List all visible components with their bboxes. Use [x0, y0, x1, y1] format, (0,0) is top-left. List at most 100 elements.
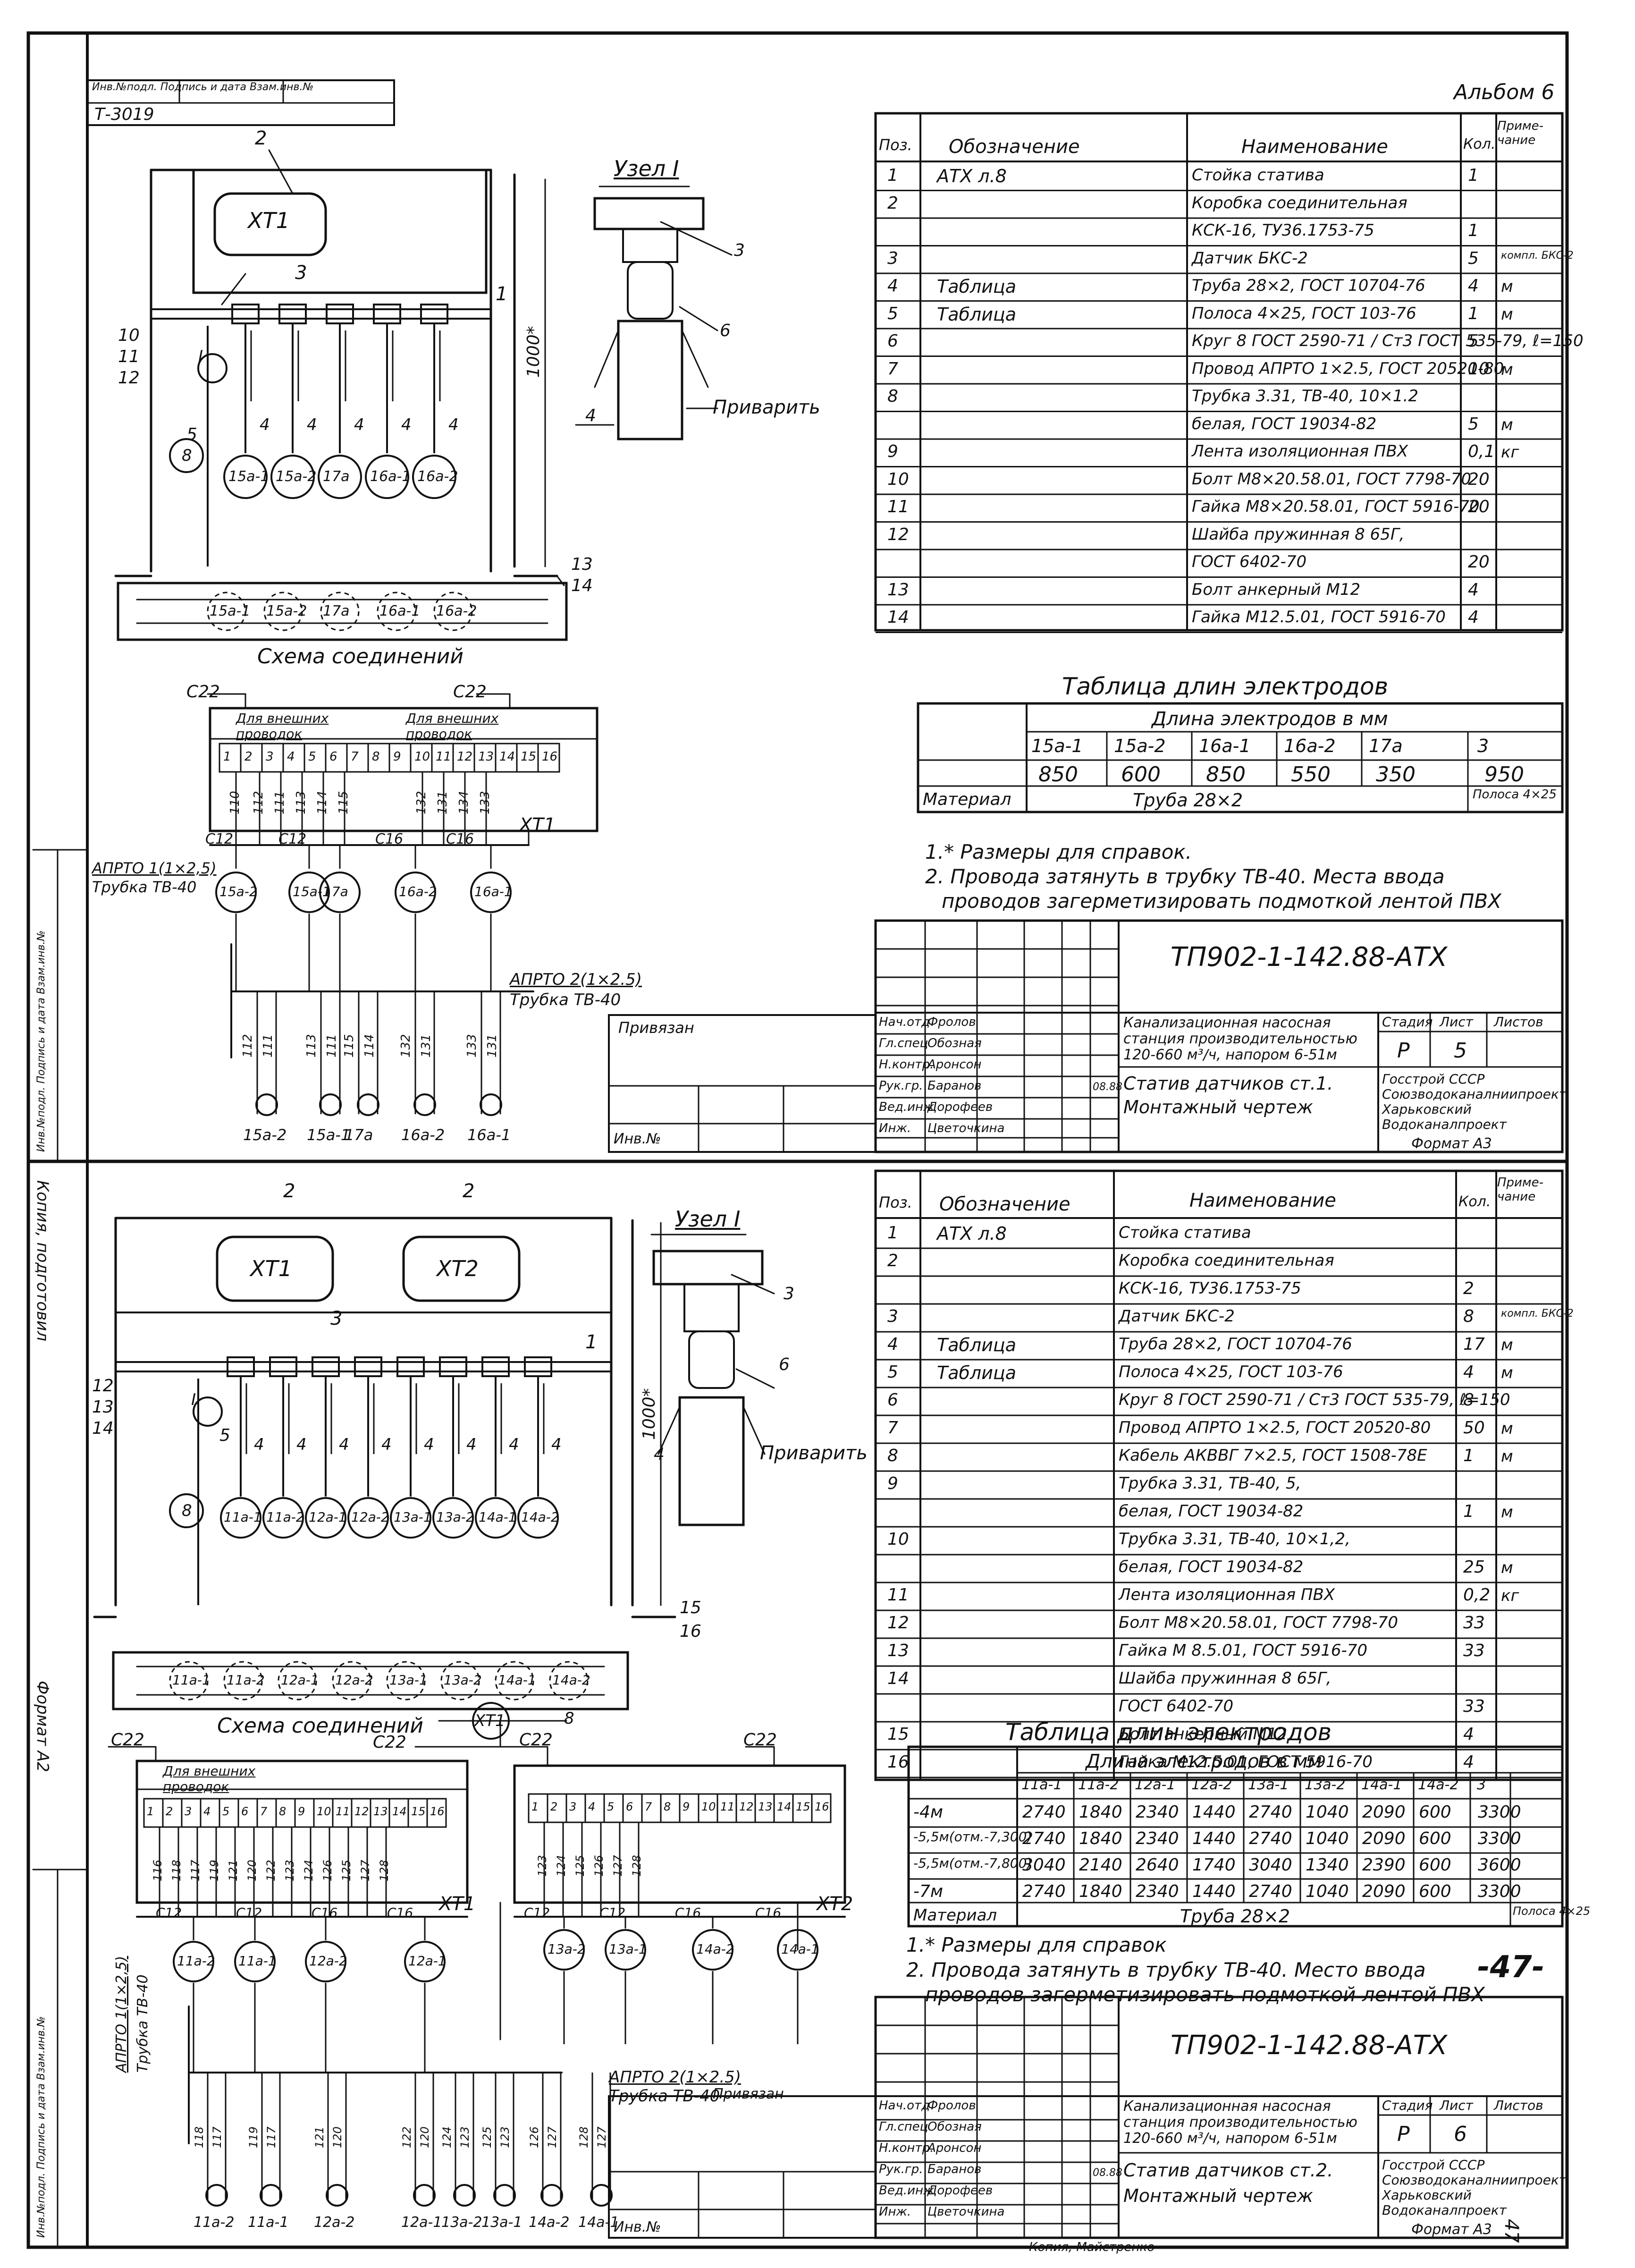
- s1-probe-label: 17а: [345, 1126, 373, 1144]
- s1-spec-pos: 12: [887, 525, 909, 544]
- s1-wire-sensor-circle: [319, 872, 361, 913]
- s2-sensor-circle: [262, 1497, 304, 1539]
- s2-wire-number-left: 116: [151, 1860, 164, 1881]
- s2-wire-number-left: 121: [227, 1860, 240, 1881]
- s2-spec-des: Таблица: [937, 1362, 1017, 1383]
- s2-terminal-number-right: 7: [645, 1800, 652, 1813]
- s2-spec-des: АТХ л.8: [937, 1223, 1007, 1244]
- s2-sensor-circle: [347, 1497, 389, 1539]
- s1-etable-material: Труба 28×2: [1133, 790, 1243, 811]
- s2-spec-pos: 8: [887, 1446, 898, 1465]
- s1-wire-number: 131: [436, 791, 450, 814]
- s2-etable-value: 3600: [1478, 1855, 1521, 1875]
- s2-terminal-number-right: 15: [796, 1800, 810, 1813]
- s2-spec-des: Таблица: [937, 1335, 1017, 1355]
- s1-spec-note: компл. БКС-2: [1501, 249, 1574, 262]
- s2-w-c22-mid: С22: [373, 1733, 406, 1752]
- s1-terminal-cell: [537, 743, 560, 773]
- s2-callout-4: 4: [296, 1435, 307, 1454]
- side-inv-bottom: Инв.№подл. Подпись и дата Взам.инв.№: [35, 2016, 47, 2238]
- s1-bar-sensor-label: 16а-2: [436, 603, 477, 619]
- s1-schema-title: Схема соединений: [257, 644, 464, 669]
- s2-sensor-head: [269, 1356, 297, 1377]
- side-inv-top: Инв.№подл. Подпись и дата Взам.инв.№: [35, 930, 47, 1152]
- s2-gland-left: С12: [156, 1905, 182, 1921]
- s2-sensor-label: 13а-1: [394, 1509, 432, 1525]
- s1-tb-name: Цветочкина: [927, 1121, 1005, 1135]
- s1-sensor-head: [278, 304, 307, 324]
- s2-bar-sensor-label: 14а-2: [552, 1672, 590, 1688]
- s2-callout-4: 4: [551, 1435, 562, 1454]
- s2-etable-col: 14а-2: [1418, 1777, 1459, 1793]
- s2-sensor-label: 12а-1: [309, 1509, 347, 1525]
- sheet-code: Т-3019: [94, 105, 154, 124]
- s2-spec-pos: 15: [887, 1725, 909, 1744]
- s1-sensor-head: [420, 304, 448, 324]
- s2-wire-number-left: 128: [378, 1860, 391, 1881]
- s2-circle-left-label: 11а-1: [238, 1953, 277, 1969]
- s2-terminal-number-left: 1: [147, 1805, 154, 1818]
- s1-wire-sensor-label: 16а-2: [399, 884, 437, 899]
- s2-etable-value: 1840: [1079, 1882, 1122, 1901]
- s2-w-cable-right: АПРТО 2(1×2.5): [609, 2068, 742, 2087]
- s2-circle-right: [692, 1929, 733, 1971]
- s1-callout-8-circle: [169, 438, 204, 473]
- s2-etable-row-label: -5,5м(отм.-7,800): [913, 1855, 1032, 1871]
- s2-spec-qty: 1: [1463, 1502, 1474, 1521]
- s1-callout-4: 4: [354, 415, 364, 434]
- s1-wire-sensor-label: 17а: [323, 884, 348, 899]
- s1-etable-col: 16а-2: [1284, 736, 1336, 756]
- s2-bar-sensor: [169, 1661, 209, 1701]
- s2-terminal-number-right: 2: [550, 1800, 558, 1813]
- s1-tb-name: Дорофеев: [927, 1100, 993, 1114]
- s1-callout-12: 12: [118, 368, 140, 388]
- s2-spec-note: м: [1501, 1363, 1513, 1382]
- s2-circle-right: [543, 1929, 585, 1971]
- s1-bar-sensor: [320, 592, 360, 631]
- s2-spec-qty: 33: [1463, 1697, 1485, 1716]
- s1-bar-sensor: [433, 592, 473, 631]
- s2-etable-value: 2740: [1249, 1882, 1292, 1901]
- s2-probe-wire-a: 118: [193, 2126, 206, 2148]
- s2-terminal-number-right: 14: [777, 1800, 792, 1813]
- s1-bar-sensor: [263, 592, 303, 631]
- s2-etable-value: 2090: [1362, 1829, 1406, 1848]
- s2-gland-right: С12: [524, 1905, 550, 1921]
- s1-spec-qty: 1: [1468, 166, 1479, 185]
- s2-etable-value: 1440: [1192, 1829, 1236, 1848]
- s1-w-cable-left: АПРТО 1(1×2,5): [92, 859, 217, 877]
- s1-tb-format: Формат А3: [1411, 1135, 1492, 1152]
- s2-spec-name: Коробка соединительная: [1119, 1251, 1334, 1270]
- s1-tb-project: Канализационная насосная станция произво…: [1123, 1015, 1357, 1063]
- s1-etable-value: 350: [1376, 762, 1416, 787]
- s2-terminal-number-right: 10: [701, 1800, 716, 1813]
- s2-bar-sensor: [278, 1661, 317, 1701]
- s2-circle-right-label: 14а-2: [696, 1941, 734, 1957]
- s1-wire-sensor-circle: [395, 872, 436, 913]
- s2-wire-number-right: 127: [611, 1855, 624, 1877]
- s2-etable-value: 3300: [1478, 1882, 1521, 1901]
- s2-spec-name: Трубка 3.31, ТВ-40, 5,: [1119, 1474, 1301, 1493]
- s2-etable-value: 3300: [1478, 1803, 1521, 1822]
- page-number-stamp: -47-: [1477, 1950, 1545, 1985]
- s2-probe-wire-b: 117: [211, 2126, 224, 2148]
- s2-bar-sensor-label: 14а-1: [498, 1672, 536, 1688]
- s2-terminal-number-right: 4: [588, 1800, 596, 1813]
- s2-spec-name: Болт анкерный М12: [1119, 1725, 1288, 1743]
- s2-probe-wire-a: 119: [247, 2126, 260, 2148]
- s1-terminal-number: 11: [436, 750, 452, 764]
- s2-etable-value: 2740: [1022, 1803, 1066, 1822]
- s1-wire-number: 110: [228, 791, 242, 814]
- s2-etable-value: 2090: [1362, 1803, 1406, 1822]
- s1-probe-wire-b: 114: [362, 1034, 377, 1058]
- s1-terminal-number: 15: [521, 750, 537, 764]
- s2-wire-number-left: 120: [245, 1860, 259, 1881]
- s2-etable-value: 1040: [1306, 1803, 1349, 1822]
- s1-tb-code: ТП902-1-142.88-АТХ: [1171, 942, 1448, 973]
- s2-etable-value: 600: [1419, 1882, 1451, 1901]
- s1-wire-sensor-circle: [470, 872, 512, 913]
- s1-bar-sensor-label: 15а-2: [266, 603, 307, 619]
- s2-tb-privyazan: Привязан: [713, 2086, 784, 2102]
- s1-terminal-number: 3: [266, 750, 274, 764]
- s2-etable-value: 1040: [1306, 1829, 1349, 1848]
